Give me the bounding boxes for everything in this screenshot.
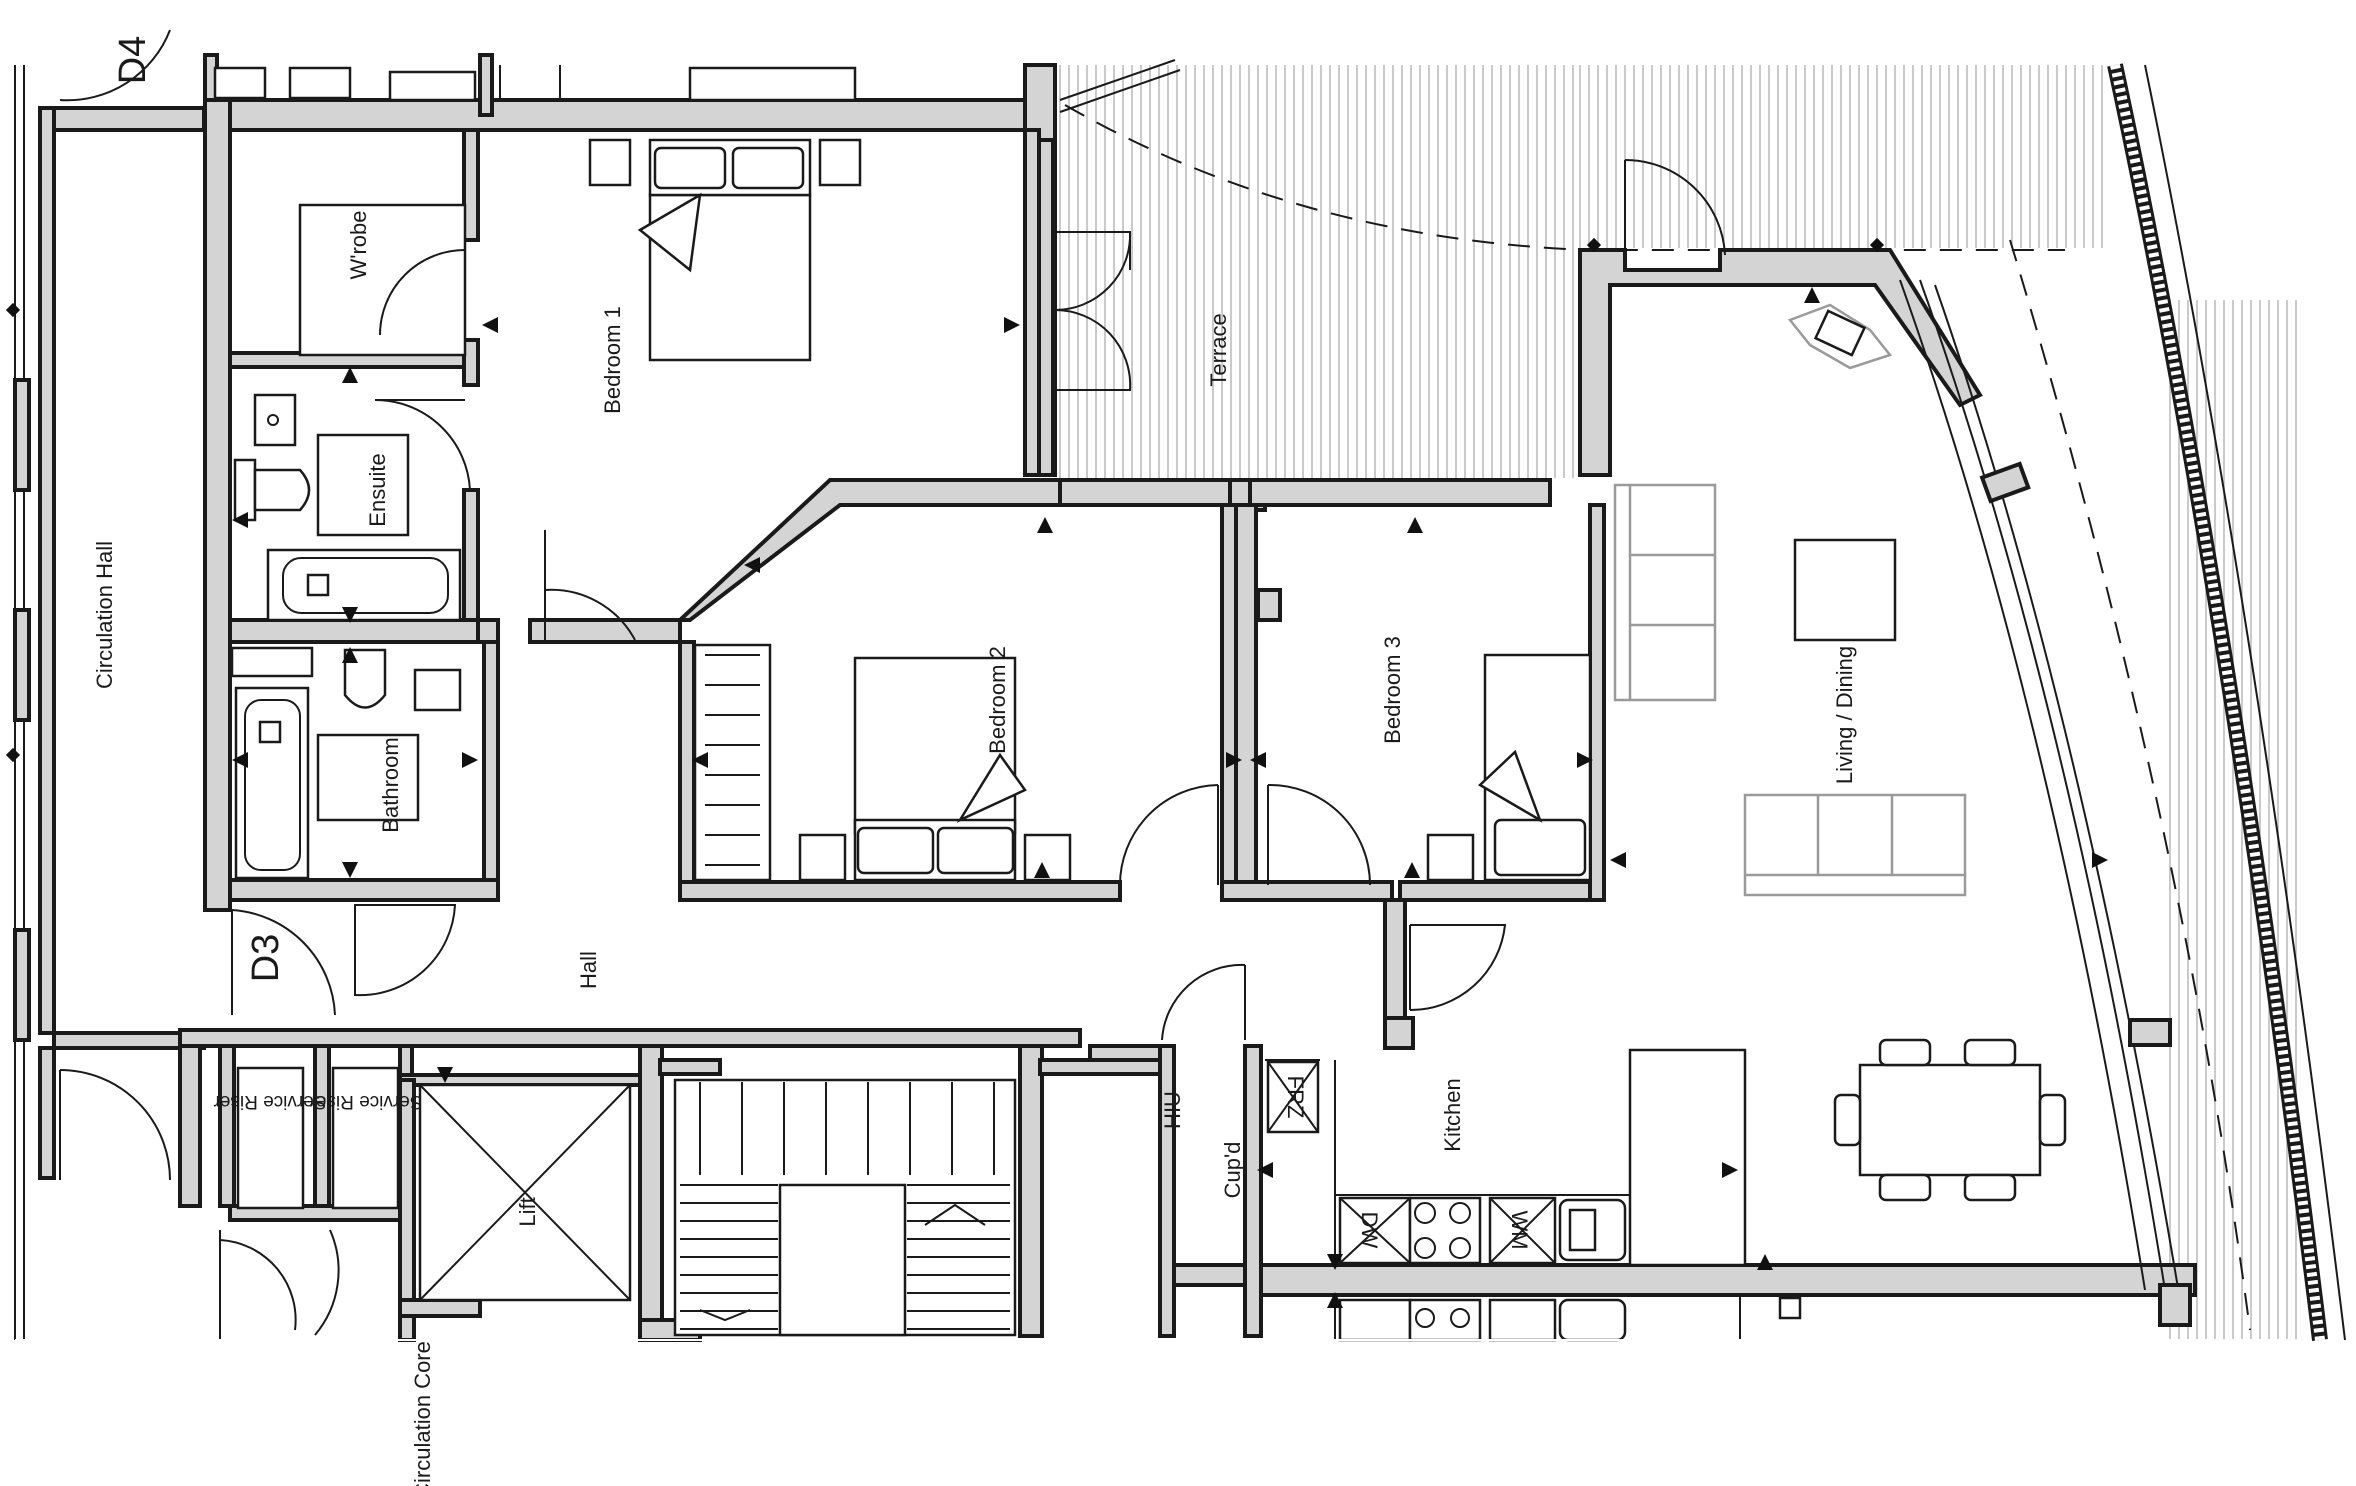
fixture-marker xyxy=(1722,1162,1738,1178)
kitchen-label: Kitchen xyxy=(1440,1078,1465,1151)
circulation-core-label: Circulation Core xyxy=(410,1341,435,1486)
terrace-doors: Terrace xyxy=(1051,140,1231,475)
fixture-marker xyxy=(1250,752,1266,768)
terrace-awning xyxy=(1064,104,2065,251)
fixture-marker xyxy=(1757,1254,1773,1270)
lift-label: Lift xyxy=(515,1197,540,1226)
entry-doors xyxy=(59,29,171,1181)
wm-label: WM xyxy=(1507,1210,1532,1249)
fixture-marker xyxy=(342,862,358,878)
fixture-marker xyxy=(342,607,358,623)
curved-glazing xyxy=(1899,279,2192,1327)
living-dining-room: Living / Dining xyxy=(1613,158,2067,1202)
fixture-marker xyxy=(482,317,498,333)
ensuite-label: Ensuite xyxy=(365,453,390,526)
fixture-marker xyxy=(232,512,248,528)
fixture-marker xyxy=(1804,287,1820,303)
ensuite-room: Ensuite xyxy=(233,393,471,622)
terrace-decking xyxy=(1059,65,2103,478)
fixture-marker xyxy=(1037,517,1053,533)
fixture-marker xyxy=(462,752,478,768)
wrobe-label: W'robe xyxy=(346,211,371,280)
fixture-marker xyxy=(1034,862,1050,878)
kitchen-room: Kitchen FRZ DW WM HIU Cup'd xyxy=(1160,1048,1747,1267)
service-riser-1-label: Service Riser xyxy=(213,1091,327,1112)
balustrade xyxy=(2009,63,2346,1341)
frz-label: FRZ xyxy=(1283,1076,1308,1119)
fixture-marker xyxy=(232,752,248,768)
fixture-marker xyxy=(744,557,760,573)
fixture-markers xyxy=(232,287,2108,1308)
fixture-marker xyxy=(1327,1292,1343,1308)
circulation-hall-label: Circulation Hall xyxy=(92,541,117,689)
circulation-hall: Circulation Hall xyxy=(38,106,206,1180)
fixture-marker xyxy=(1577,752,1593,768)
wardrobe-room: W'robe xyxy=(298,203,467,357)
d4-label: D4 xyxy=(112,36,154,85)
fixture-marker xyxy=(1407,517,1423,533)
fixture-marker xyxy=(1610,852,1626,868)
fixture-marker xyxy=(1004,317,1020,333)
hall-label: Hall xyxy=(576,951,601,989)
fixture-marker xyxy=(1226,752,1242,768)
fixture-marker xyxy=(1257,1162,1273,1178)
service-riser-2-label: Service Riser xyxy=(309,1091,423,1112)
bathroom-room: Bathroom xyxy=(230,646,462,880)
bedroom1-room: Bedroom 1 xyxy=(544,138,862,641)
hiu-label: HIU xyxy=(1160,1091,1185,1129)
bedroom3-label: Bedroom 3 xyxy=(1380,636,1405,744)
bedroom2-room: Bedroom 2 xyxy=(693,643,1219,886)
d3-label: D3 xyxy=(245,934,287,983)
fixture-marker xyxy=(342,367,358,383)
fixture-marker xyxy=(2092,852,2108,868)
living-dining-label: Living / Dining xyxy=(1832,646,1857,784)
fixture-marker xyxy=(1404,862,1420,878)
bedroom2-label: Bedroom 2 xyxy=(985,646,1010,754)
fixture-marker xyxy=(692,752,708,768)
fixture-marker xyxy=(437,1067,453,1083)
left-facade xyxy=(5,65,31,1340)
fixture-marker xyxy=(342,647,358,663)
terrace-label: Terrace xyxy=(1206,313,1231,386)
neighbour-kitchen xyxy=(1334,1295,1802,1342)
bedroom1-label: Bedroom 1 xyxy=(600,306,625,414)
cupd-label: Cup'd xyxy=(1220,1142,1245,1199)
neighbour-strip: D4 xyxy=(112,36,857,102)
dw-label: DW xyxy=(1357,1212,1382,1249)
circulation-core: Service Riser Service Riser Lift Circula… xyxy=(213,1066,1017,1486)
bathroom-label: Bathroom xyxy=(378,737,403,832)
hall-room: Hall D3 xyxy=(231,904,1507,1041)
bedroom3-room: Bedroom 3 xyxy=(1256,588,1592,886)
fixture-marker xyxy=(1327,1254,1343,1270)
apartment-walls xyxy=(178,53,2197,1342)
